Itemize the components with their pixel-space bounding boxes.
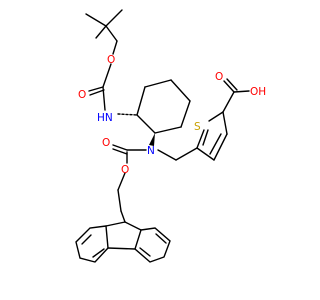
carboxylic-acid (222, 78, 250, 113)
molecule-diagram: O O HN O OH S N O O (75, 9, 266, 263)
fluorenyl-group (75, 210, 171, 263)
molecule-structure: O O HN O OH S N O O (75, 9, 266, 263)
fmoc-ether-oxygen-label: O (121, 164, 129, 176)
acid-carbonyl-oxygen-label: O (215, 71, 223, 83)
tert-butyl-group (85, 9, 123, 42)
tertiary-amine-nitrogen-label: N (147, 145, 155, 157)
cyclohexane-ring (136, 79, 191, 134)
boc-nh-label: HN (97, 112, 113, 124)
fmoc-carbonyl-oxygen-label: O (102, 137, 110, 149)
thiophene-ring (196, 111, 228, 161)
thiophene-sulfur-label: S (194, 121, 201, 133)
acid-hydroxyl-label: OH (250, 86, 266, 98)
boc-carbonyl-oxygen-label: O (78, 89, 86, 101)
boc-carbamate (88, 40, 118, 111)
boc-ether-oxygen-label: O (107, 54, 115, 66)
methylene-linker (157, 147, 198, 161)
fmoc-carbamate (112, 144, 147, 212)
stereo-bonds (117, 113, 155, 146)
